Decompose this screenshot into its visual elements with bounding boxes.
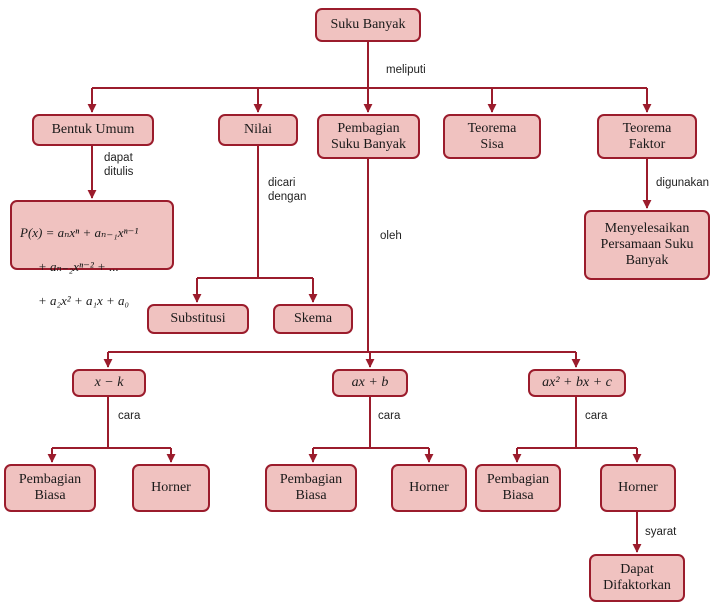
label-meliputi: meliputi [386, 64, 426, 76]
label-oleh: oleh [380, 230, 402, 242]
node-pembagian-suku-banyak: Pembagian Suku Banyak [317, 114, 420, 159]
node-skema: Skema [273, 304, 353, 334]
node-bentuk-umum-formula: P(x) = aₙxⁿ + aₙ₋₁xⁿ⁻¹ + aₙ₋₂xⁿ⁻² + ... … [10, 200, 174, 308]
node-ax2-bx-c: ax² + bx + c [528, 369, 626, 397]
label-dicari-dengan: dicari dengan [268, 177, 307, 203]
node-horner-2: Horner [391, 464, 467, 512]
label-cara-2: cara [378, 410, 401, 422]
node-ax-plus-b: ax + b [332, 369, 408, 397]
node-teorema-faktor: Teorema Faktor [597, 114, 697, 159]
node-teorema-sisa: Teorema Sisa [443, 114, 541, 159]
node-menyelesaikan-persamaan: Menyelesaikan Persamaan Suku Banyak [584, 210, 710, 280]
node-dapat-difaktorkan: Dapat Difaktorkan [589, 554, 685, 602]
node-horner-3: Horner [600, 464, 676, 512]
label-syarat: syarat [645, 526, 677, 538]
node-pembagian-biasa-2: Pembagian Biasa [265, 464, 357, 512]
node-pembagian-biasa-1: Pembagian Biasa [4, 464, 96, 512]
node-nilai: Nilai [218, 114, 298, 146]
formula-line-2: + aₙ₋₂xⁿ⁻² + ... [38, 259, 119, 274]
formula-line-3: + a₂x² + a₁x + a₀ [38, 293, 130, 308]
node-bentuk-umum: Bentuk Umum [32, 114, 154, 146]
node-substitusi: Substitusi [147, 304, 249, 334]
node-horner-1: Horner [132, 464, 210, 512]
label-cara-3: cara [585, 410, 608, 422]
node-suku-banyak: Suku Banyak [315, 8, 421, 42]
node-x-minus-k: x − k [72, 369, 146, 397]
node-pembagian-biasa-3: Pembagian Biasa [475, 464, 561, 512]
formula-line-1: P(x) = aₙxⁿ + aₙ₋₁xⁿ⁻¹ [20, 225, 139, 240]
label-cara-1: cara [118, 410, 141, 422]
label-dapat-ditulis: dapat ditulis [104, 152, 134, 178]
label-digunakan: digunakan [656, 177, 710, 189]
